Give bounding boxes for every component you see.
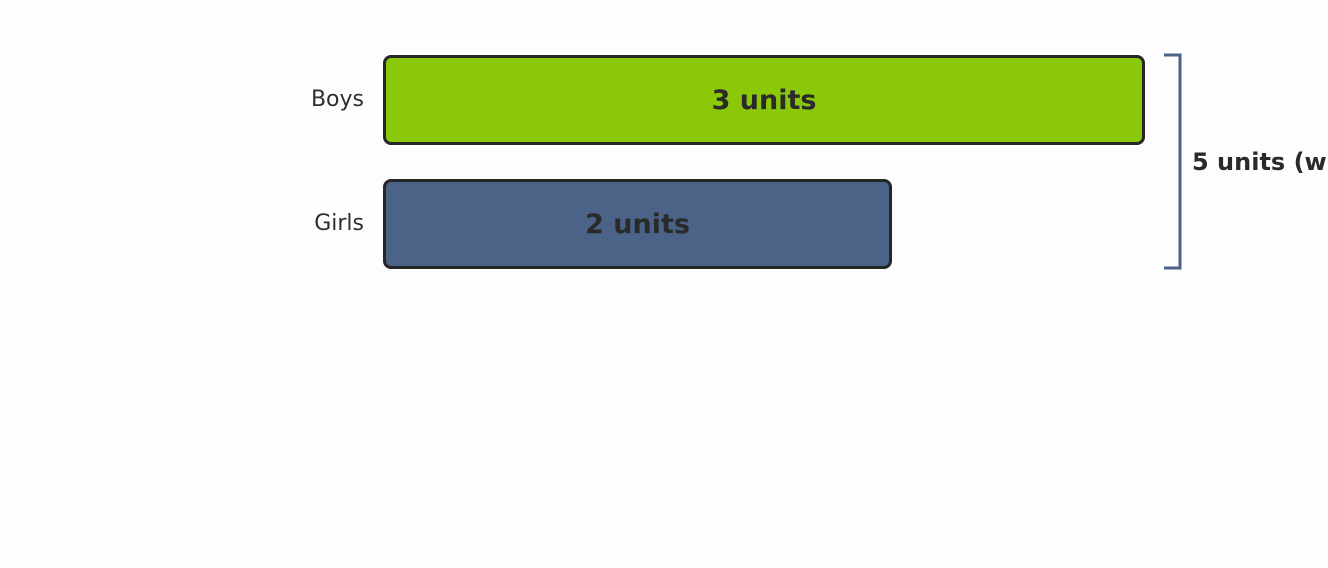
- girls-bar: 2 units: [383, 179, 892, 269]
- total-bracket: [1164, 53, 1182, 270]
- girls-bar-text: 2 units: [585, 208, 690, 240]
- boys-bar-text: 3 units: [711, 84, 817, 116]
- total-label: 5 units (w: [1192, 148, 1327, 176]
- boys-bar: 3 units: [383, 55, 1145, 145]
- boys-label: Boys: [310, 87, 364, 112]
- girls-label: Girls: [314, 211, 364, 236]
